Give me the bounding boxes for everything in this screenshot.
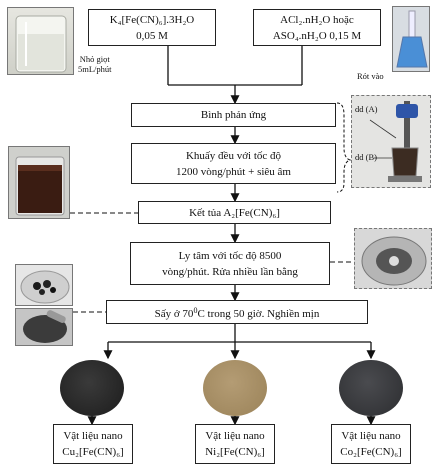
step-centrifuge-line2: vòng/phút. Rửa nhiều lần bằng — [162, 265, 298, 278]
step-reactor: Bình phản ứng — [131, 103, 336, 127]
reagent-metal-salt-formula: ACl₂.nH₂O hoặc — [280, 13, 354, 26]
blue-solution-photo — [392, 6, 430, 72]
step-stirring-line1: Khuấy đều với tốc độ — [185, 149, 282, 162]
setup-label-b: dd (B) — [355, 152, 377, 162]
dried-sample-photo — [15, 264, 73, 306]
product-label-ni: Vật liệu nano Ni₂[Fe(CN)₆] — [195, 424, 275, 464]
step-centrifuge-line1: Ly tâm với tốc độ 8500 — [178, 249, 282, 262]
step-centrifuge: Ly tâm với tốc độ 8500 vòng/phút. Rửa nh… — [130, 242, 330, 285]
step-precipitate-label: Kết tủa A₂[Fe(CN)₆] — [189, 206, 280, 219]
product-label-co: Vật liệu nano Co₂[Fe(CN)₆] — [331, 424, 411, 464]
reagent-box-ferrocyanide: K₄[Fe(CN)₆].3H₂O 0,05 M — [88, 9, 216, 46]
pour-in-note: Rót vào — [357, 71, 384, 81]
grinding-mortar-photo — [15, 308, 73, 346]
reagent-flask-photo — [7, 7, 74, 75]
product-powder-cu — [60, 360, 124, 416]
step-drying-label: Sấy ở 700C trong 50 giờ. Nghiền mịn — [154, 305, 320, 320]
step-reactor-label: Bình phản ứng — [200, 109, 267, 121]
centrifuge-photo — [354, 228, 432, 289]
dropwise-note: Nhỏ giọt 5mL/phút — [78, 54, 112, 74]
step-precipitate: Kết tủa A₂[Fe(CN)₆] — [138, 201, 331, 224]
dark-solution-beaker-photo — [8, 146, 70, 219]
product-powder-ni — [203, 360, 267, 416]
reagent-metal-salt-concentration: ASO₄.nH₂O 0,15 M — [272, 29, 362, 42]
product-powder-co — [339, 360, 403, 416]
reagent-ferrocyanide-concentration: 0,05 M — [136, 29, 168, 42]
step-stirring: Khuấy đều với tốc độ 1200 vòng/phút + si… — [131, 143, 336, 184]
setup-photo: dd (A) dd (B) — [351, 95, 431, 188]
setup-label-a: dd (A) — [355, 104, 378, 114]
reagent-ferrocyanide-formula: K₄[Fe(CN)₆].3H₂O — [109, 13, 195, 26]
step-stirring-line2: 1200 vòng/phút + siêu âm — [176, 165, 291, 178]
step-drying: Sấy ở 700C trong 50 giờ. Nghiền mịn — [106, 300, 368, 324]
product-label-cu: Vật liệu nano Cu₂[Fe(CN)₆] — [53, 424, 133, 464]
reagent-box-metal-salt: ACl₂.nH₂O hoặc ASO₄.nH₂O 0,15 M — [253, 9, 381, 46]
